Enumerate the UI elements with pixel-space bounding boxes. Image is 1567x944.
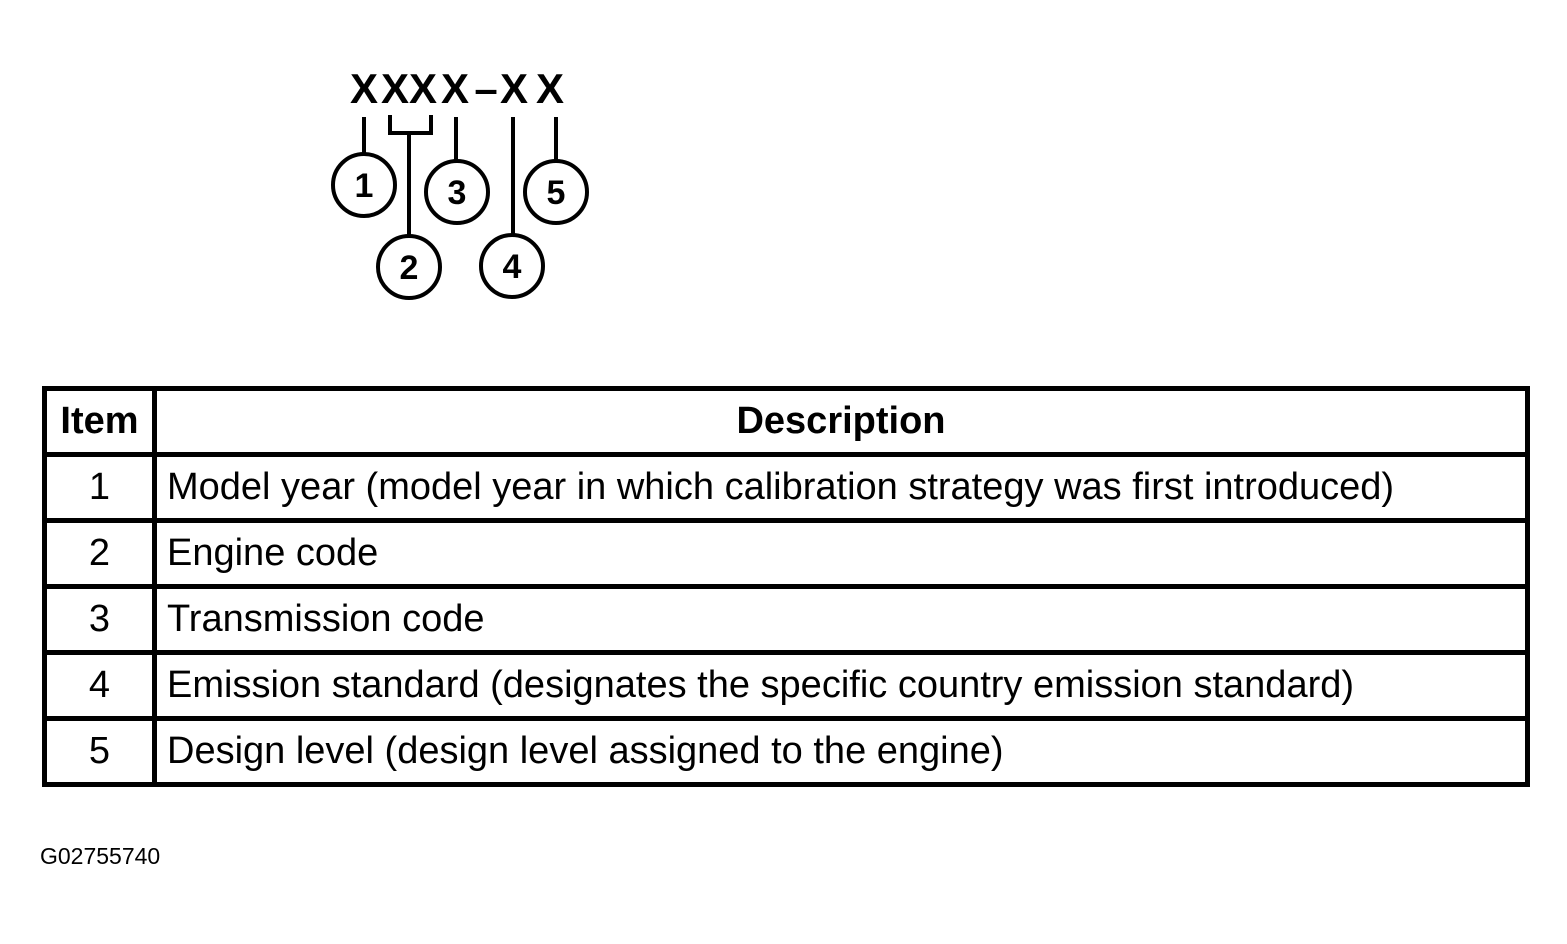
item-number-cell: 2 bbox=[42, 518, 157, 589]
legend-table: Item Description 1 Model year (model yea… bbox=[42, 386, 1530, 787]
code-char-2: XX bbox=[381, 65, 437, 112]
table-row: 2 Engine code bbox=[42, 518, 1530, 589]
code-breakdown-diagram: X XX X – X X 1 2 3 4 5 bbox=[331, 65, 589, 300]
column-header-item: Item bbox=[42, 386, 157, 457]
callout-circle-5 bbox=[523, 159, 589, 225]
callout-label-2: 2 bbox=[400, 249, 419, 287]
description-cell: Transmission code bbox=[152, 584, 1530, 655]
item-number-cell: 1 bbox=[42, 452, 157, 523]
bracket-2 bbox=[388, 115, 433, 135]
item-number-cell: 5 bbox=[42, 716, 157, 787]
callout-circle-3 bbox=[424, 159, 490, 225]
callout-label-3: 3 bbox=[448, 174, 467, 212]
code-dash: – bbox=[474, 65, 497, 112]
description-cell: Emission standard (designates the specif… bbox=[152, 650, 1530, 721]
figure-code: G02755740 bbox=[40, 843, 161, 869]
table-header-row: Item Description bbox=[42, 386, 1530, 457]
code-char-3: X bbox=[441, 65, 469, 112]
code-char-4: X bbox=[500, 65, 528, 112]
description-cell: Design level (design level assigned to t… bbox=[152, 716, 1530, 787]
table-row: 3 Transmission code bbox=[42, 584, 1530, 655]
callout-circle-1 bbox=[331, 152, 397, 218]
description-cell: Model year (model year in which calibrat… bbox=[152, 452, 1530, 523]
code-char-5: X bbox=[536, 65, 564, 112]
callout-circle-4 bbox=[479, 233, 545, 299]
callout-label-5: 5 bbox=[547, 174, 566, 212]
table-row: 4 Emission standard (designates the spec… bbox=[42, 650, 1530, 721]
column-header-description: Description bbox=[152, 386, 1530, 457]
callout-label-1: 1 bbox=[355, 167, 374, 205]
code-char-1: X bbox=[350, 65, 378, 112]
callout-circle-2 bbox=[376, 234, 442, 300]
table-row: 1 Model year (model year in which calibr… bbox=[42, 452, 1530, 523]
item-number-cell: 3 bbox=[42, 584, 157, 655]
table-row: 5 Design level (design level assigned to… bbox=[42, 716, 1530, 787]
item-number-cell: 4 bbox=[42, 650, 157, 721]
callout-label-4: 4 bbox=[503, 248, 522, 286]
description-cell: Engine code bbox=[152, 518, 1530, 589]
